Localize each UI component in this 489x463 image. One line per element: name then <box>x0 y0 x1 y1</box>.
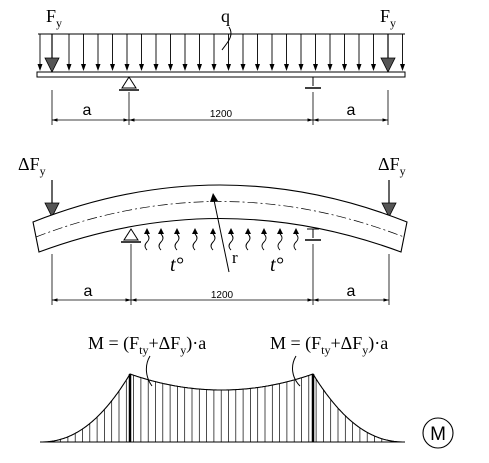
left-delta-force-arrow <box>44 180 60 218</box>
dim-left-label: a <box>83 102 92 119</box>
heat-arrow <box>158 228 164 251</box>
radius-label: r <box>232 248 238 267</box>
load-arrow <box>342 34 347 71</box>
radius-line <box>213 199 230 273</box>
left-delta-force-label: ΔFy <box>18 154 46 178</box>
load-arrow <box>124 34 130 71</box>
right-roller-support <box>305 76 321 89</box>
heat-arrow <box>261 228 267 251</box>
heat-arrows <box>144 228 299 251</box>
load-arrow <box>168 34 173 71</box>
bent-dim-left-label: a <box>84 283 93 300</box>
bent-left-pin-support <box>121 228 141 243</box>
bent-right-roller-support <box>305 228 321 241</box>
load-arrow <box>298 34 304 71</box>
load-arrow <box>240 34 246 71</box>
right-moment-formula: M = (Fty+ΔFy)·a <box>270 333 388 357</box>
right-force-label: Fy <box>380 6 396 30</box>
load-arrow <box>139 34 144 71</box>
temp-right-label: t° <box>270 254 284 276</box>
load-leader-line <box>221 26 232 51</box>
load-arrow <box>37 34 43 71</box>
top-beam <box>36 71 406 78</box>
right-point-force-arrow <box>380 34 396 73</box>
left-force-label: Fy <box>46 6 62 30</box>
load-arrow <box>197 34 202 71</box>
right-delta-force-label: ΔFy <box>378 154 406 178</box>
heat-arrow <box>245 228 251 251</box>
bent-beam-group: ΔFy ΔFy r t° <box>18 154 408 305</box>
load-arrow <box>110 34 115 71</box>
top-beam-group: Fy Fy q <box>36 6 406 125</box>
load-arrow <box>66 34 72 71</box>
load-arrow <box>313 34 318 71</box>
left-formula-leader <box>145 355 153 387</box>
moment-symbol-circle <box>422 417 454 449</box>
load-arrow <box>284 34 289 71</box>
heat-arrow <box>144 228 150 251</box>
left-point-force-arrow <box>44 34 60 73</box>
left-pin-support <box>119 76 139 91</box>
load-arrow <box>356 34 362 71</box>
right-formula-leader <box>292 355 301 387</box>
dim-right-label: a <box>347 102 356 119</box>
curved-beam-outline <box>32 184 408 253</box>
heat-arrow <box>277 228 283 251</box>
distributed-load-arrows <box>37 34 405 71</box>
heat-arrow <box>228 228 234 251</box>
right-delta-force-arrow <box>381 180 397 218</box>
load-arrow <box>269 34 275 71</box>
load-arrow <box>95 34 101 71</box>
temp-left-label: t° <box>170 254 184 276</box>
left-moment-formula: M = (Fty+ΔFy)·a <box>88 333 206 357</box>
heat-arrow <box>210 228 216 251</box>
heat-arrow <box>192 228 198 251</box>
heat-arrow <box>174 228 180 251</box>
dim-middle-label: 1200 <box>210 109 233 120</box>
load-arrow <box>81 34 86 71</box>
load-arrow <box>211 34 217 71</box>
moment-diagram-group: M = (Fty+ΔFy)·a M = (Fty+ΔFy)·a M <box>40 333 454 449</box>
radius-arrowhead <box>210 193 218 202</box>
distributed-load-label: q <box>221 6 230 26</box>
moment-symbol-label: M <box>430 424 446 445</box>
load-arrow <box>327 34 333 71</box>
bent-dim-right-label: a <box>347 283 356 300</box>
load-arrow <box>371 34 376 71</box>
load-arrow <box>182 34 188 71</box>
load-arrow <box>400 34 405 71</box>
moment-curve <box>40 373 405 443</box>
bent-dim-middle-label: 1200 <box>211 290 234 301</box>
load-arrow <box>255 34 260 71</box>
load-arrow <box>226 34 231 71</box>
curved-beam-centerline <box>35 201 405 238</box>
heat-arrow <box>293 228 299 251</box>
moment-hatching <box>60 375 383 442</box>
load-arrow <box>153 34 159 71</box>
